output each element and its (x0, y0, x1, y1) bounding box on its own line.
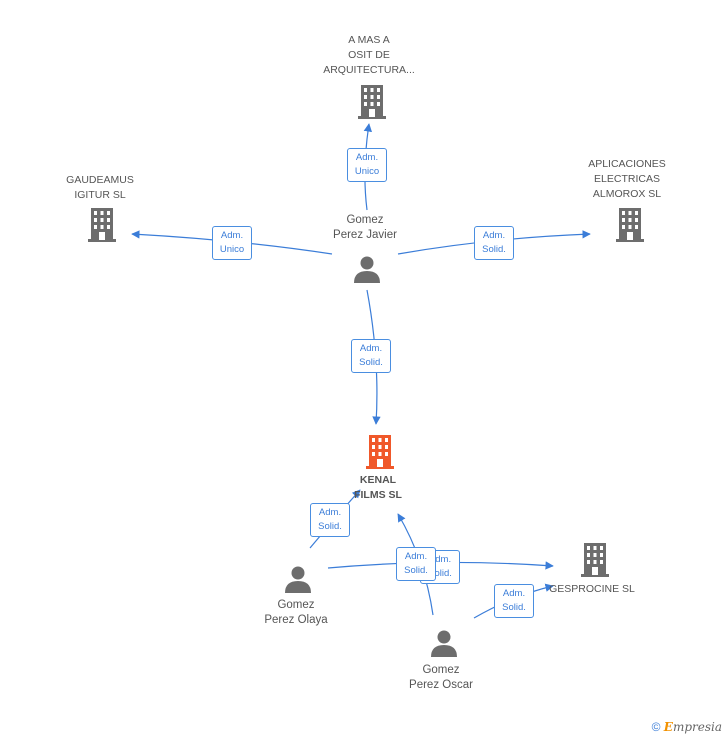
node-label-kenal[interactable]: KENAL FILMS SL (354, 474, 402, 501)
person-label-olaya[interactable]: Gomez Perez Olaya (264, 599, 328, 626)
footer-brand[interactable]: © Empresia (652, 720, 722, 734)
person-label-oscar[interactable]: Gomez Perez Oscar (409, 664, 473, 691)
person-icon (431, 630, 457, 657)
copyright-symbol: © (651, 720, 661, 734)
edge-label-olaya-kenal: Adm. Solid. (310, 503, 350, 537)
building-icon (88, 208, 116, 242)
person-icon (354, 256, 380, 283)
node-label-gesprocine[interactable]: GESPROCINE SL (549, 583, 635, 595)
edge-label-javier-gaudeamus: Adm. Unico (212, 226, 252, 260)
person-label-javier[interactable]: Gomez Perez Javier (333, 214, 397, 241)
edge-label-javier-arquitectura: Adm. Unico (347, 148, 387, 182)
building-icon (358, 85, 386, 119)
edge-label-javier-kenal: Adm. Solid. (351, 339, 391, 373)
edge-label-javier-aplicaciones: Adm. Solid. (474, 226, 514, 260)
node-label-arquitectura[interactable]: A MAS A OSIT DE ARQUITECTURA... (323, 34, 415, 76)
node-label-gaudeamus[interactable]: GAUDEAMUS IGITUR SL (66, 174, 134, 201)
main-building-icon (366, 435, 394, 469)
edge-label-oscar-gesprocine: Adm. Solid. (494, 584, 534, 618)
edge-label-oscar-kenal: Adm. Solid. (396, 547, 436, 581)
empresia-logo: Empresia (663, 720, 722, 734)
building-icon (616, 208, 644, 242)
building-icon (581, 543, 609, 577)
node-label-aplicaciones[interactable]: APLICACIONES ELECTRICAS ALMOROX SL (588, 158, 666, 200)
person-icon (285, 566, 311, 593)
